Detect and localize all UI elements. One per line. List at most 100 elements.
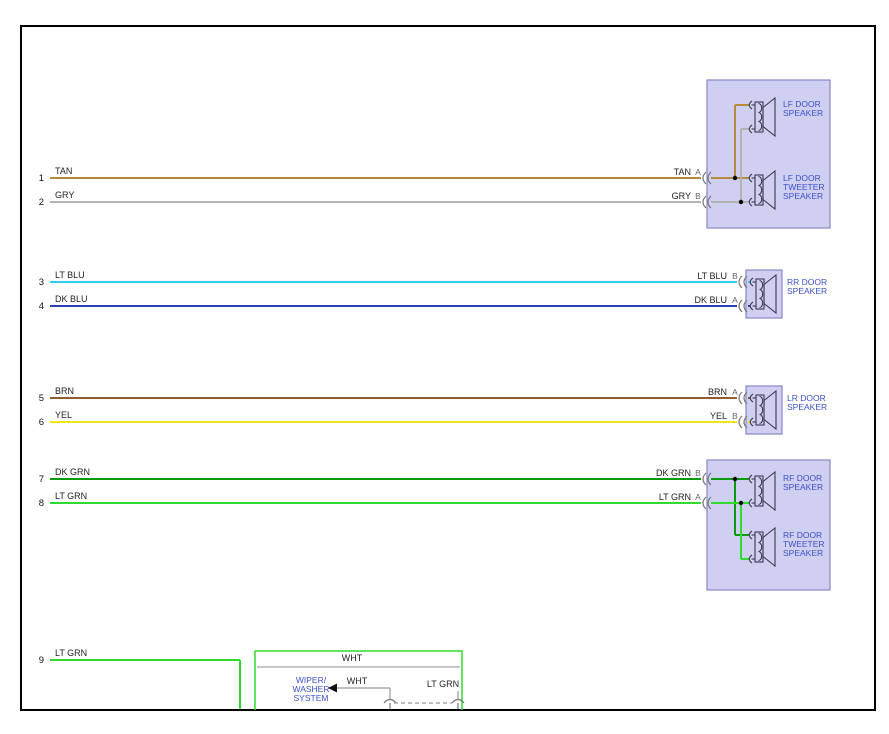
rf-door-tweeter-label-line2: TWEETER	[783, 539, 825, 549]
wht-wire-2-label: WHT	[347, 676, 368, 686]
connector-arc	[707, 171, 712, 185]
wiper-washer-section: WHT WHT LT GRN	[254, 650, 465, 710]
wire-3-label-left: LT BLU	[55, 270, 85, 280]
wire-7-dk-grn	[50, 478, 749, 536]
wire-7-label-left: DK GRN	[55, 467, 90, 477]
wire-7-label-right: DK GRN	[656, 468, 691, 478]
connector-wire-4	[738, 299, 748, 313]
wire-6-pin: B	[732, 411, 738, 421]
connector-arc	[707, 472, 712, 486]
wire-8-number: 8	[39, 498, 44, 509]
rf-door-speaker-label-line2: SPEAKER	[783, 482, 823, 492]
lf-door-tweeter-label-line1: LF DOOR	[783, 173, 821, 183]
wire-2-label-left: GRY	[55, 190, 74, 200]
connector-wire-7	[702, 472, 712, 486]
wiper-washer-label-line3: SYSTEM	[294, 693, 329, 703]
wire-7-pin: B	[695, 468, 701, 478]
wire-4-label-left: DK BLU	[55, 294, 88, 304]
connector-arc	[702, 195, 707, 209]
junction-dot	[732, 476, 738, 482]
junction-dot	[732, 175, 738, 181]
wiper-washer-label-line2: WASHER	[293, 684, 330, 694]
wire-3-pin: B	[732, 271, 738, 281]
wire-labels-right: TAN GRY LT BLU DK BLU BRN YEL DK GRN LT …	[656, 167, 727, 502]
wire-3-number: 3	[39, 277, 44, 288]
wire-labels-left: TAN GRY LT BLU DK BLU BRN YEL DK GRN LT …	[55, 166, 90, 658]
wire-pins: A B B A A B B A	[695, 167, 738, 502]
wire-6-number: 6	[39, 417, 44, 428]
lf-door-speaker-label-line1: LF DOOR	[783, 99, 821, 109]
wire-2-number: 2	[39, 197, 44, 208]
wire-5-number: 5	[39, 393, 44, 404]
wire-6-label-left: YEL	[55, 410, 72, 420]
connector-arc	[702, 171, 707, 185]
wire-9-number: 9	[39, 655, 44, 666]
connector-arc	[707, 496, 712, 510]
junction-dot	[738, 500, 744, 506]
wire-9-lt-grn	[50, 659, 241, 709]
wire-5-label-left: BRN	[55, 386, 74, 396]
connector-arc	[738, 299, 743, 313]
rf-door-tweeter-label-line3: SPEAKER	[783, 548, 823, 558]
wiper-washer-box-outline	[254, 650, 463, 710]
speaker-labels: LF DOOR SPEAKER LF DOOR TWEETER SPEAKER …	[293, 99, 828, 703]
wire-1-pin: A	[695, 167, 701, 177]
wire-1-label-right: TAN	[674, 167, 691, 177]
wire-5-label-right: BRN	[708, 387, 727, 397]
wire-9-label-left: LT GRN	[55, 648, 87, 658]
wire-6-label-right: YEL	[710, 411, 727, 421]
connector-arc	[707, 195, 712, 209]
wire-1-number: 1	[39, 173, 44, 184]
page-border	[20, 25, 876, 711]
connector-wire-1	[702, 171, 712, 185]
wiper-washer-label-line1: WIPER/	[296, 675, 327, 685]
lr-door-speaker-label-line2: SPEAKER	[787, 402, 827, 412]
wire-5-pin: A	[732, 387, 738, 397]
connector-arc	[738, 415, 743, 429]
wire-3-label-right: LT BLU	[697, 271, 727, 281]
connector-arc	[702, 472, 707, 486]
lr-door-speaker-label-line1: LR DOOR	[787, 393, 826, 403]
connector-wire-2	[702, 195, 712, 209]
wire-8-pin: A	[695, 492, 701, 502]
connector-arc	[738, 391, 743, 405]
wire-2-label-right: GRY	[672, 191, 691, 201]
rr-door-speaker-label-line2: SPEAKER	[787, 286, 827, 296]
lf-door-tweeter-label-line3: SPEAKER	[783, 191, 823, 201]
rf-door-speaker-label-line1: RF DOOR	[783, 473, 822, 483]
wire-4-label-right: DK BLU	[694, 295, 727, 305]
junction-dot	[738, 199, 744, 205]
connector-arc	[743, 275, 748, 289]
wire-7-number: 7	[39, 474, 44, 485]
wire-1-label-left: TAN	[55, 166, 72, 176]
inline-connector-right	[451, 698, 465, 704]
wire-8-label-right: LT GRN	[659, 492, 691, 502]
connector-wire-5	[738, 391, 748, 405]
wht-wire-label: WHT	[342, 653, 363, 663]
wire-4-number: 4	[39, 301, 44, 312]
wire-8-lt-grn	[50, 502, 749, 560]
wire-1-tan	[50, 104, 749, 179]
wire-4-pin: A	[732, 295, 738, 305]
connector-arc	[743, 415, 748, 429]
connector-wire-8	[702, 496, 712, 510]
connector-arc	[743, 299, 748, 313]
lf-door-tweeter-label-line2: TWEETER	[783, 182, 825, 192]
lt-grn-wire-label: LT GRN	[427, 679, 459, 689]
connector-arc	[702, 496, 707, 510]
rf-door-tweeter-label-line1: RF DOOR	[783, 530, 822, 540]
wire-8-label-left: LT GRN	[55, 491, 87, 501]
connector-wire-3	[738, 275, 748, 289]
left-arrow-icon	[328, 683, 337, 693]
inline-connector-left	[383, 698, 397, 704]
connector-arc	[743, 391, 748, 405]
wire-2-pin: B	[695, 191, 701, 201]
connector-arc	[738, 275, 743, 289]
lf-door-speaker-label-line2: SPEAKER	[783, 108, 823, 118]
connector-wire-6	[738, 415, 748, 429]
rf-speaker-box	[706, 459, 831, 591]
wire-2-gry	[50, 128, 749, 203]
rr-door-speaker-label-line1: RR DOOR	[787, 277, 827, 287]
